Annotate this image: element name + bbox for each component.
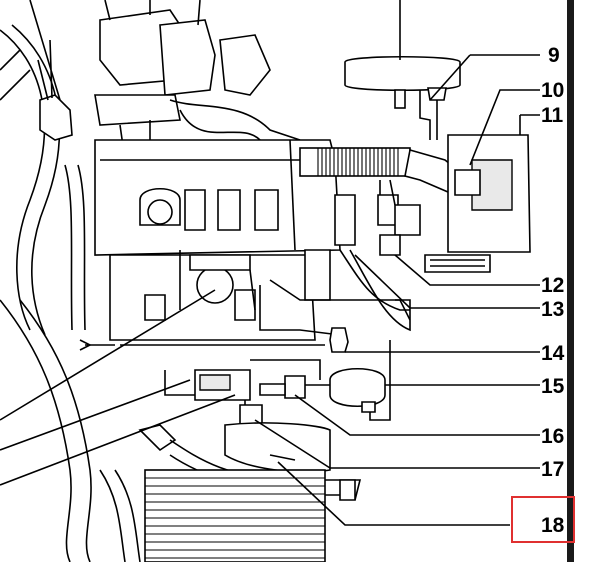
- callout-9: 9: [548, 44, 560, 67]
- callout-14: 14: [541, 342, 565, 365]
- turbo-assembly: [29, 0, 301, 161]
- callout-12: 12: [541, 274, 564, 297]
- vacuum-reservoir: [344, 0, 461, 109]
- callout-11: 11: [541, 104, 564, 127]
- control-valves: [259, 179, 421, 336]
- callout-17: 17: [541, 458, 564, 481]
- callout-13: 13: [541, 298, 564, 321]
- solenoid-valves: [164, 359, 330, 426]
- leader-lines: [0, 54, 540, 526]
- left-hoses: [0, 24, 141, 562]
- callout-labels: 9 10 11 12 13 14 15 16 17 18: [541, 44, 565, 537]
- intercooler-core: [144, 469, 326, 562]
- callout-16: 16: [541, 425, 564, 448]
- frame-border: [567, 0, 574, 562]
- callout-15: 15: [541, 375, 565, 398]
- highlight-box: [511, 496, 575, 543]
- engine-block: [94, 139, 341, 341]
- callout-18: 18: [541, 514, 565, 537]
- air-cleaner-box: [424, 134, 531, 273]
- callout-10: 10: [541, 79, 564, 102]
- canister-15: [329, 340, 391, 421]
